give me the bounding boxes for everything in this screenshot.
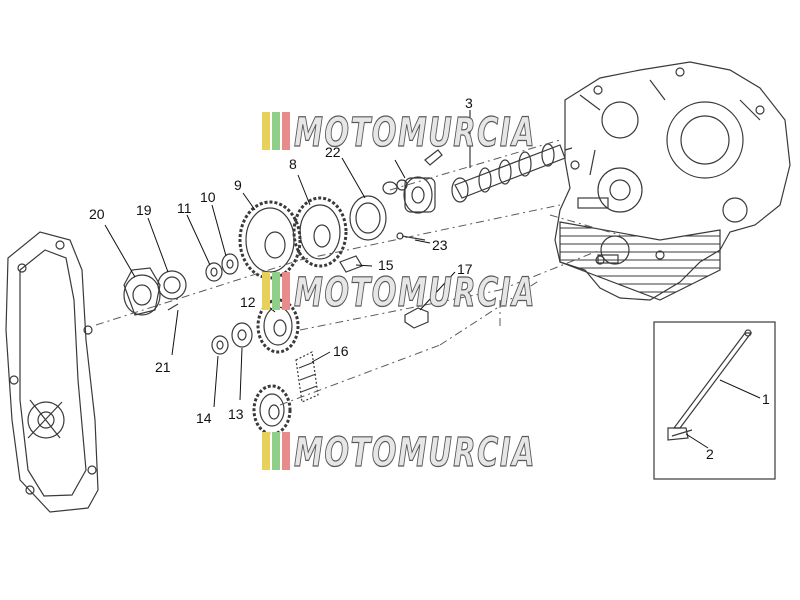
callout-22: 22 — [325, 144, 341, 160]
watermark-text: MOTOMURCIA — [294, 110, 536, 156]
oil-seal-19 — [157, 270, 187, 300]
engine-crankcase — [554, 61, 791, 301]
watermark-stripe-green — [272, 272, 280, 310]
callout-16: 16 — [333, 343, 349, 359]
callout-21: 21 — [155, 359, 171, 375]
watermark-stripe-yellow — [262, 272, 270, 310]
callout-11: 11 — [177, 200, 192, 216]
watermark-text: MOTOMURCIA — [294, 270, 536, 316]
callout-14: 14 — [196, 410, 212, 426]
watermark-text: MOTOMURCIA — [294, 430, 536, 476]
callout-2: 2 — [706, 446, 714, 462]
gear-9 — [238, 200, 302, 280]
timing-chain — [295, 351, 319, 403]
bracket-17 — [404, 307, 429, 329]
callout-15: 15 — [378, 257, 394, 273]
washer-13 — [231, 322, 253, 348]
watermark-stripe-green — [272, 112, 280, 150]
seal-22 — [349, 195, 387, 241]
callout-20: 20 — [89, 206, 105, 222]
timing-cover — [5, 231, 99, 513]
watermark-stripe-red — [282, 112, 290, 150]
callout-17: 17 — [457, 261, 473, 277]
nut-11 — [205, 262, 223, 282]
gear-lower — [252, 384, 292, 436]
nut-14 — [211, 335, 229, 355]
callout-23: 23 — [432, 237, 448, 253]
callout-9: 9 — [234, 177, 242, 193]
watermark-stripe-green — [272, 432, 280, 470]
callout-10: 10 — [200, 189, 216, 205]
watermark-stripe-yellow — [262, 112, 270, 150]
callout-1: 1 — [762, 391, 770, 407]
callout-labels: 3 22 8 9 10 11 19 20 23 15 17 12 16 21 1… — [89, 95, 770, 462]
watermark-stripe-red — [282, 272, 290, 310]
screw-21 — [167, 303, 179, 311]
callout-12: 12 — [240, 294, 256, 310]
watermark-stripe-yellow — [262, 432, 270, 470]
bracket-15 — [339, 255, 363, 273]
assembly-lines — [95, 139, 621, 406]
callout-8: 8 — [289, 156, 297, 172]
callout-3: 3 — [465, 95, 473, 111]
leader-lines — [104, 110, 761, 449]
watermark-stripe-red — [282, 432, 290, 470]
camshaft-flange — [382, 149, 443, 214]
gear-8 — [292, 196, 348, 268]
cover-flange-20 — [123, 267, 161, 316]
inset-tool-panel — [653, 321, 776, 480]
watermark-bottom: MOTOMURCIA — [262, 429, 536, 477]
watermark-middle: MOTOMURCIA — [262, 269, 536, 317]
pushrod — [667, 329, 753, 441]
watermark-top: MOTOMURCIA — [262, 109, 536, 157]
washer-10 — [221, 253, 239, 275]
callout-13: 13 — [228, 406, 244, 422]
callout-19: 19 — [136, 202, 152, 218]
gear-12 — [256, 298, 300, 354]
